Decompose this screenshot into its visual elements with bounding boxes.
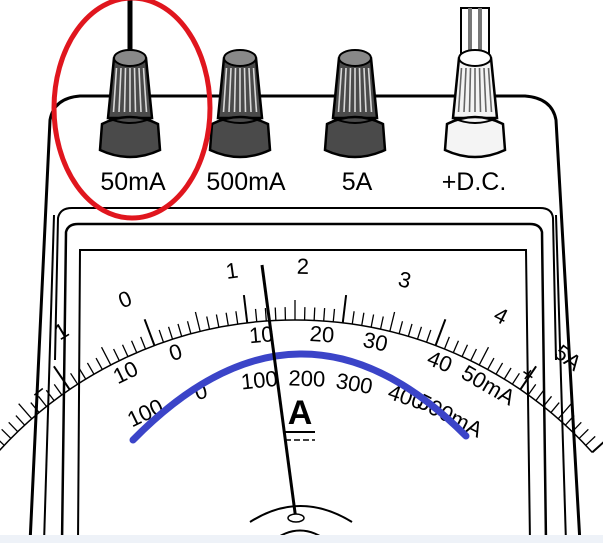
scale-tick [571, 421, 582, 433]
range-arc [129, 350, 470, 444]
scale-tick [398, 321, 404, 334]
scale-tick [389, 311, 396, 332]
scale-tick [143, 318, 156, 346]
scale-tick [45, 389, 55, 402]
scale-tick [527, 384, 537, 396]
outer-scale-label: 1 [224, 257, 240, 283]
scale-tick [53, 365, 71, 391]
scale-tick [564, 415, 575, 426]
inner-scale-label: 200 [288, 365, 326, 391]
scale-tick [70, 372, 79, 385]
scale-tick [225, 312, 229, 326]
scale-tick [78, 367, 87, 380]
meter-dial-face [77, 249, 531, 543]
scale-tick [112, 348, 120, 361]
scale-tick [235, 311, 239, 325]
terminal-label-dc: +D.C. [442, 168, 507, 196]
scale-tick [550, 402, 560, 413]
scale-tick [0, 440, 5, 446]
highlight-circle [51, 0, 213, 221]
meter-needle [260, 264, 298, 521]
scale-tick [443, 336, 450, 350]
middle-scale-label: 20 [309, 321, 335, 348]
unit-symbol: A [288, 394, 313, 432]
scale-tick [379, 316, 384, 330]
terminal-50ma: 50mA [98, 0, 166, 196]
scale-tick [206, 316, 211, 330]
scale-tick [452, 340, 460, 353]
scale-tick [30, 402, 40, 413]
scale-tick [264, 308, 267, 322]
scale-arc [0, 319, 593, 453]
scale-tick [361, 312, 365, 326]
bottom-strip [0, 535, 603, 543]
scale-tick [425, 329, 432, 343]
scale-tick [351, 311, 355, 325]
scale-tick [37, 395, 48, 407]
scale-tick [8, 421, 19, 433]
scale-tick [511, 372, 520, 385]
terminal-label-50ma: 50mA [100, 168, 166, 196]
scale-tick [478, 346, 490, 366]
scale-tick [495, 362, 504, 375]
scale-tick [274, 307, 277, 321]
scale-tick [254, 308, 258, 322]
scale-tick [130, 340, 138, 353]
terminal-label-5a: 5A [342, 168, 373, 196]
inner-scale-label: 100 [240, 366, 279, 395]
scale-tick [194, 311, 201, 332]
dc-symbol [285, 431, 315, 441]
highlight-layer [51, 0, 213, 221]
scale-tick [158, 329, 165, 343]
scale-tick [323, 308, 326, 322]
terminal-group: 50mA 500mA 5A +D.C. [98, 0, 507, 196]
scale-tick [95, 357, 103, 370]
scale-tick [140, 336, 147, 350]
scale-tick [15, 415, 26, 426]
scale-tick [100, 346, 112, 366]
scale-tick [332, 308, 336, 322]
outer-scale-label: 3 [396, 266, 414, 293]
middle-scale-label: 30 [361, 327, 390, 357]
scale-tick [341, 294, 348, 323]
outer-scale-label: 2 [297, 254, 310, 279]
scale-tick [434, 318, 447, 346]
range-arc-layer [129, 350, 470, 444]
scale-tick [370, 314, 375, 328]
terminal-500ma: 500mA [206, 49, 286, 196]
scale-tick [585, 435, 596, 446]
scale-tick [121, 344, 129, 357]
scale-tick [519, 365, 537, 391]
scale-tick [53, 384, 63, 396]
scale-tick [542, 395, 553, 407]
terminal-5a: 5A [323, 49, 387, 196]
scale-tick [578, 428, 589, 439]
scale-tick [86, 362, 95, 375]
scale-tick [167, 326, 174, 340]
scale-tick [1, 428, 12, 439]
scale-tick [18, 403, 33, 420]
scale-tick [416, 326, 423, 340]
scale-tick [487, 357, 495, 370]
scale-ticks [0, 294, 603, 454]
scale-tick [186, 321, 192, 334]
scale-tick [242, 294, 249, 323]
terminal-dc: +D.C. [442, 7, 507, 196]
scale-tick [557, 403, 572, 420]
scale-tick [313, 307, 316, 321]
scale-tick [503, 367, 512, 380]
scale-tick [470, 348, 478, 361]
scale-tick [461, 344, 469, 357]
scale-tick [407, 323, 413, 337]
terminal-label-500ma: 500mA [206, 168, 286, 196]
scale-tick [535, 389, 545, 402]
scale-tick [591, 441, 603, 454]
scale-tick [177, 323, 183, 337]
scale-tick [215, 314, 220, 328]
